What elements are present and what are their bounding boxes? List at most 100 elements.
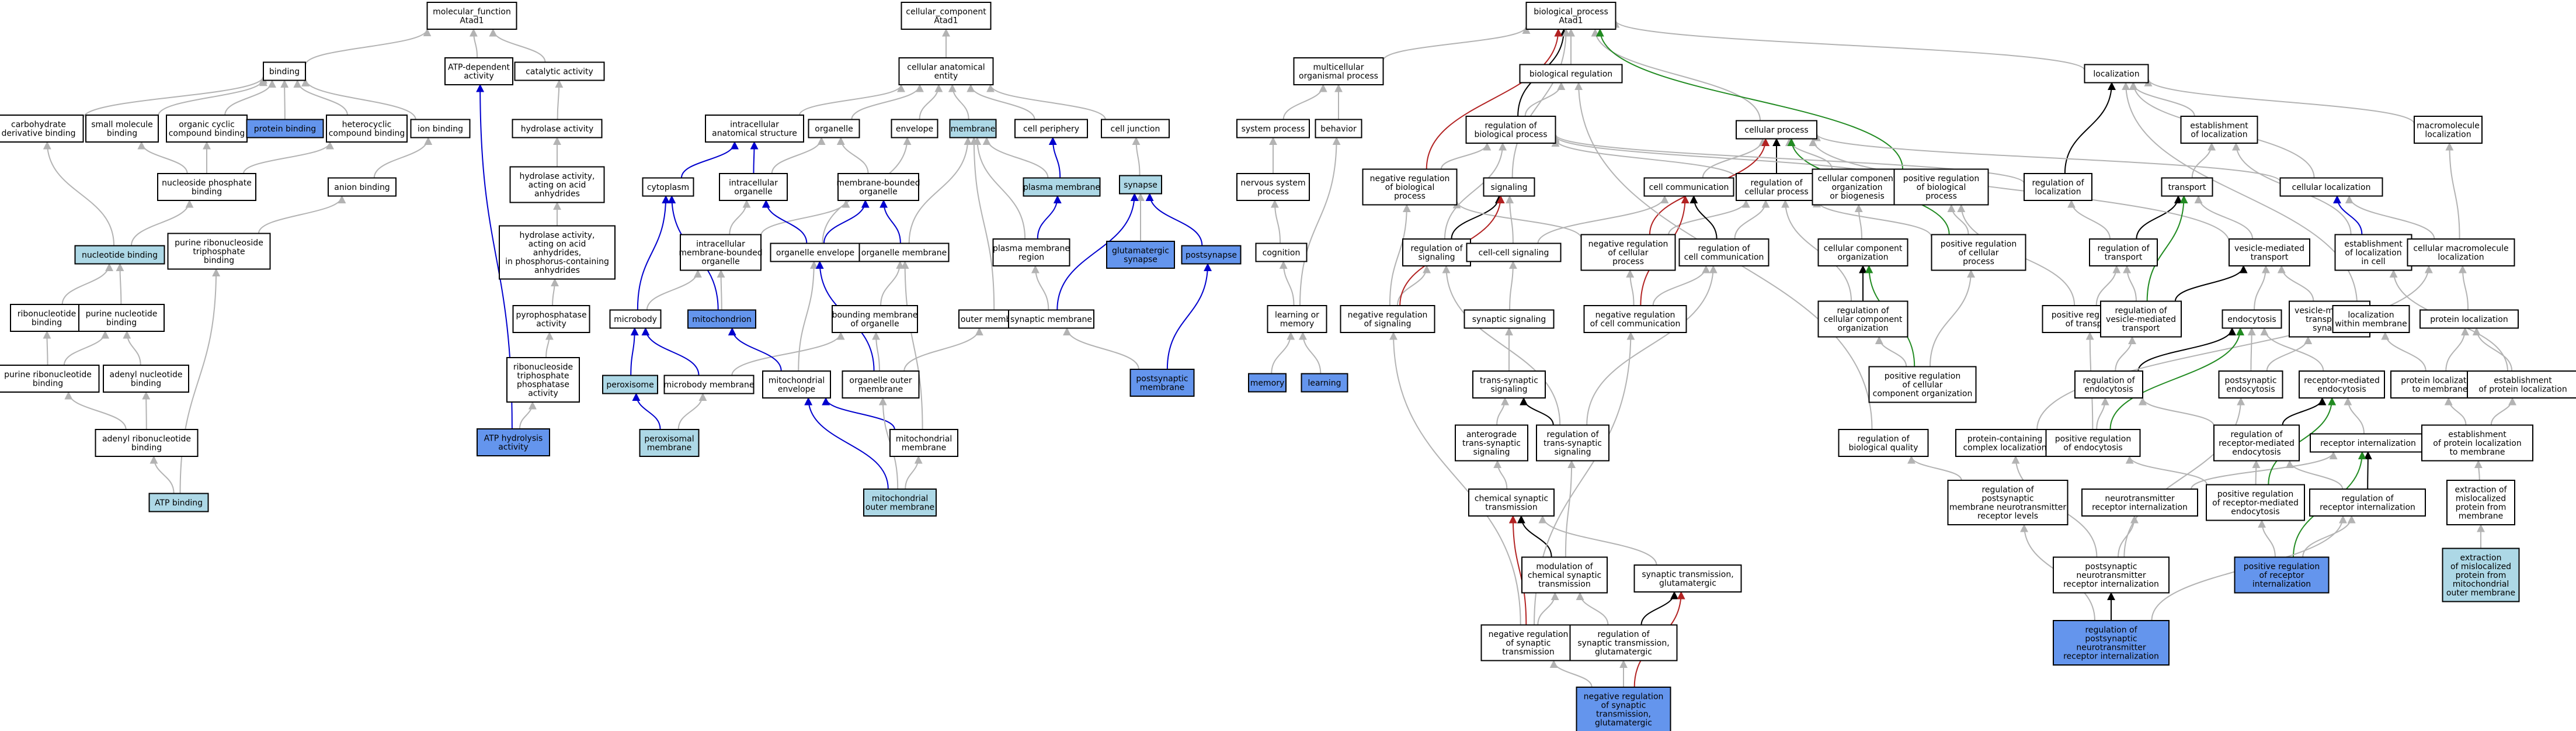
go-term-node-membrane[interactable]: membrane	[949, 119, 997, 138]
go-term-node-ionbind[interactable]: ion binding	[410, 119, 471, 138]
go-term-node-endocytosis[interactable]: endocytosis	[2222, 309, 2282, 329]
go-term-node-localization[interactable]: localization	[2084, 64, 2149, 84]
go-term-node-catalytic[interactable]: catalytic activity	[514, 61, 605, 81]
go-term-node-protbind[interactable]: protein binding	[246, 119, 324, 138]
go-term-node-organelle[interactable]: organelle	[808, 119, 860, 138]
go-term-node-binding[interactable]: binding	[263, 61, 306, 81]
go-term-node-anionbind[interactable]: anion binding	[328, 177, 397, 197]
go-term-node-cellproc[interactable]: cellular process	[1736, 120, 1817, 140]
go-term-node-cellloc[interactable]: cellular localization	[2279, 177, 2383, 197]
go-term-node-synmem[interactable]: synaptic membrane	[1008, 309, 1094, 329]
go-term-node-behavior[interactable]: behavior	[1315, 119, 1362, 138]
go-term-node-learning[interactable]: learning	[1301, 373, 1348, 393]
go-term-node-cellsig[interactable]: cell-cell signaling	[1466, 242, 1562, 262]
go-term-node-sysproc[interactable]: system process	[1236, 119, 1310, 138]
go-term-node-synsig[interactable]: synaptic signaling	[1463, 309, 1555, 329]
go-term-node-microbodymem[interactable]: microbody membrane	[663, 375, 755, 394]
go-term-node-postsyn[interactable]: postsynapse	[1181, 245, 1242, 265]
go-term-node-bioreg[interactable]: biological regulation	[1519, 64, 1623, 84]
go-term-node-synapse[interactable]: synapse	[1119, 175, 1162, 195]
go-term-node-periphery[interactable]: cell periphery	[1014, 119, 1088, 138]
go-term-node-orgenv[interactable]: organelle envelope	[770, 242, 861, 262]
go-term-node-hydrolase[interactable]: hydrolase activity	[512, 119, 603, 138]
go-term-node-cognition[interactable]: cognition	[1255, 242, 1308, 262]
go-term-node-memory[interactable]: memory	[1248, 373, 1287, 393]
go-term-node-signaling[interactable]: signaling	[1483, 177, 1535, 197]
go-term-node-recint[interactable]: receptor internalization	[2310, 433, 2426, 453]
go-term-node-envelope[interactable]: envelope	[891, 119, 938, 138]
go-term-node-nucbind[interactable]: nucleotide binding	[74, 245, 165, 265]
go-term-node-atpbind[interactable]: ATP binding	[148, 493, 209, 512]
go-term-node-junction[interactable]: cell junction	[1101, 119, 1170, 138]
go-term-node-cytoplasm[interactable]: cytoplasm	[642, 177, 694, 197]
go-term-node-mito[interactable]: mitochondrion	[687, 309, 756, 329]
go-term-node-transport[interactable]: transport	[2161, 177, 2213, 197]
